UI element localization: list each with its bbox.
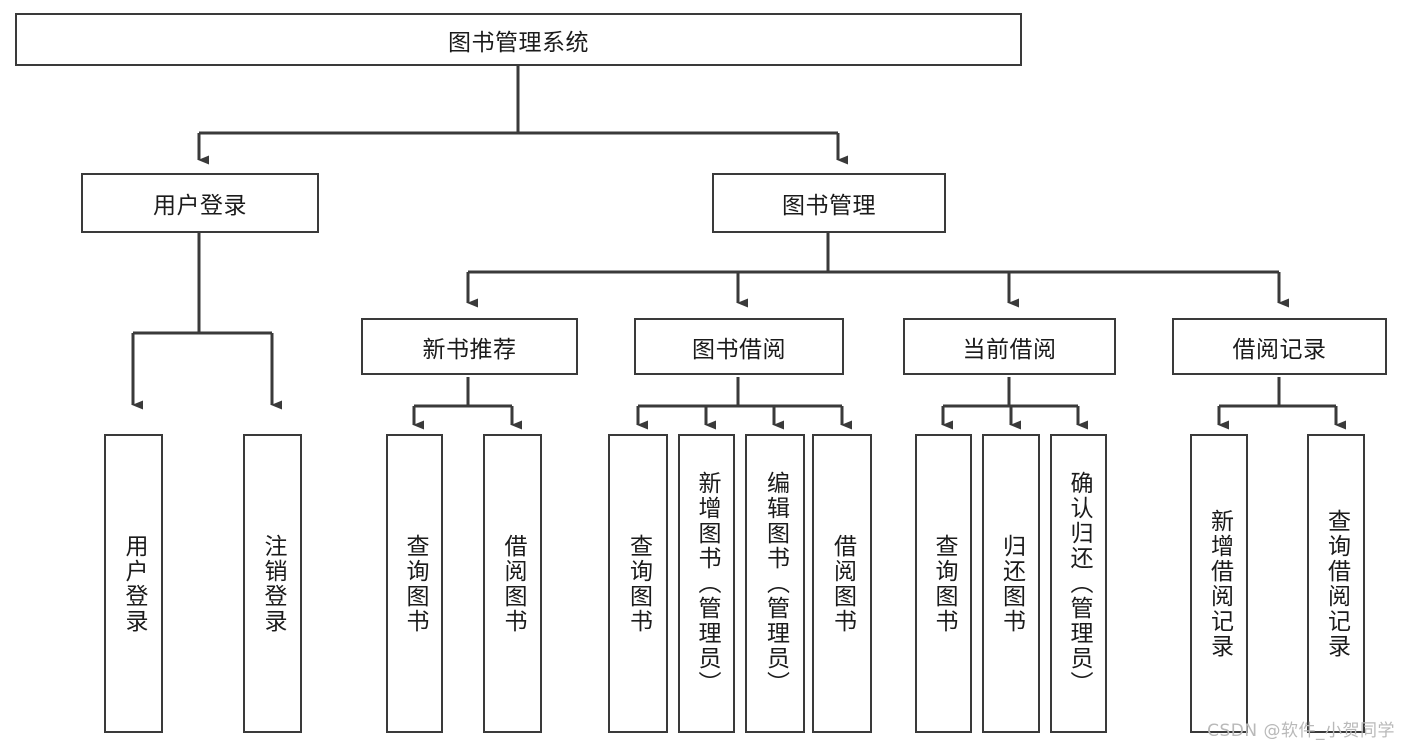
node-book-management-label: 图书管理	[782, 193, 876, 219]
node-leaf-query-book-borrow[interactable]: 查询图书	[608, 434, 668, 733]
node-leaf-user-login[interactable]: 用户登录	[104, 434, 163, 733]
node-leaf-edit-book-admin[interactable]: 编辑图书（管理员）	[745, 434, 805, 733]
node-leaf-confirm-return-admin-label: 确认归还（管理员）	[1066, 471, 1092, 696]
node-new-book-recommend[interactable]: 新书推荐	[361, 318, 578, 375]
node-book-management[interactable]: 图书管理	[712, 173, 946, 233]
node-leaf-borrow-book[interactable]: 借阅图书	[812, 434, 872, 733]
node-leaf-logout-label: 注销登录	[260, 533, 286, 634]
node-root[interactable]: 图书管理系统	[15, 13, 1022, 66]
node-leaf-add-book-admin-label: 新增图书（管理员）	[694, 471, 720, 696]
node-leaf-query-book-current-label: 查询图书	[931, 533, 957, 634]
node-leaf-add-book-admin[interactable]: 新增图书（管理员）	[678, 434, 735, 733]
node-new-book-recommend-label: 新书推荐	[422, 336, 517, 363]
node-leaf-query-borrow-record-label: 查询借阅记录	[1323, 508, 1350, 659]
node-leaf-logout[interactable]: 注销登录	[243, 434, 302, 733]
node-leaf-borrow-book-label: 借阅图书	[829, 533, 856, 634]
node-current-borrow[interactable]: 当前借阅	[903, 318, 1116, 375]
node-root-label: 图书管理系统	[448, 29, 589, 56]
node-leaf-return-book[interactable]: 归还图书	[982, 434, 1040, 733]
node-leaf-query-book-new[interactable]: 查询图书	[386, 434, 443, 733]
node-leaf-borrow-book-new[interactable]: 借阅图书	[483, 434, 542, 733]
node-leaf-add-borrow-record-label: 新增借阅记录	[1206, 508, 1233, 659]
node-leaf-query-book-borrow-label: 查询图书	[625, 533, 652, 634]
node-leaf-add-borrow-record[interactable]: 新增借阅记录	[1190, 434, 1248, 733]
node-leaf-query-book-current[interactable]: 查询图书	[915, 434, 972, 733]
node-book-borrow[interactable]: 图书借阅	[634, 318, 844, 375]
node-book-borrow-label: 图书借阅	[692, 336, 786, 363]
node-leaf-query-borrow-record[interactable]: 查询借阅记录	[1307, 434, 1365, 733]
node-borrow-record-label: 借阅记录	[1232, 336, 1327, 363]
node-user-login[interactable]: 用户登录	[81, 173, 319, 233]
node-user-login-label: 用户登录	[153, 193, 247, 219]
node-leaf-edit-book-admin-label: 编辑图书（管理员）	[762, 471, 789, 696]
watermark: CSDN @软件_小贺同学	[1207, 721, 1395, 741]
node-leaf-user-login-label: 用户登录	[121, 533, 147, 634]
node-leaf-query-book-new-label: 查询图书	[402, 533, 428, 634]
node-leaf-borrow-book-new-label: 借阅图书	[500, 533, 526, 634]
node-leaf-confirm-return-admin[interactable]: 确认归还（管理员）	[1050, 434, 1107, 733]
node-borrow-record[interactable]: 借阅记录	[1172, 318, 1387, 375]
node-current-borrow-label: 当前借阅	[962, 336, 1057, 363]
node-leaf-return-book-label: 归还图书	[998, 533, 1025, 634]
